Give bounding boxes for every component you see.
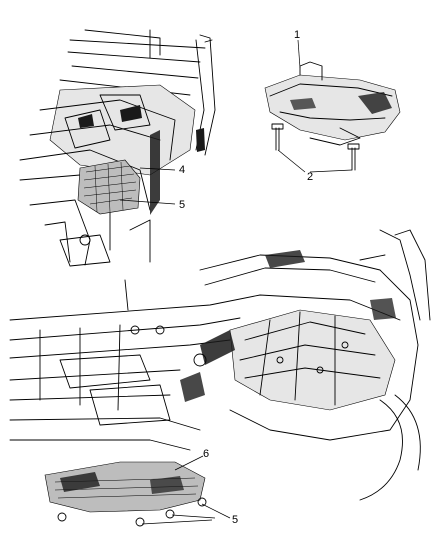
callout-6: 6 xyxy=(203,448,209,460)
leader-lines xyxy=(119,39,353,525)
callout-5-upper: 5 xyxy=(179,199,185,211)
lower-underbody-view xyxy=(9,229,431,527)
upper-left-detail-view xyxy=(19,29,216,267)
callout-4: 4 xyxy=(179,164,185,176)
callout-1: 1 xyxy=(294,29,300,41)
upper-right-skid-plate xyxy=(264,61,401,171)
callout-5-lower: 5 xyxy=(232,514,238,526)
callout-2: 2 xyxy=(307,171,313,183)
